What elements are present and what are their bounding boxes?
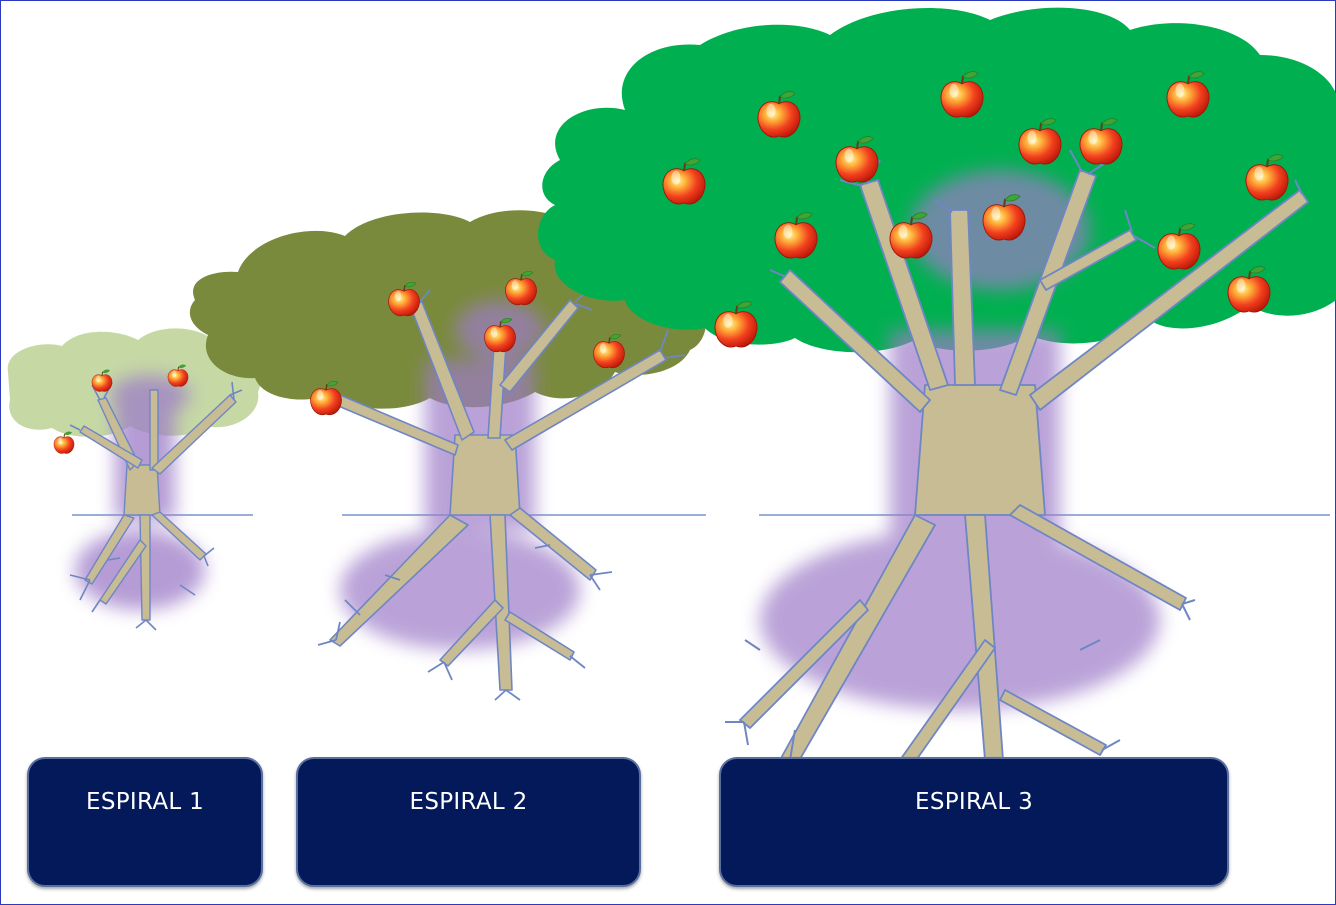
tree-espiral-1 — [7, 328, 261, 631]
espiral-1-label: ESPIRAL 1 — [85, 789, 205, 815]
tree-espiral-3 — [538, 7, 1336, 771]
tree-crown-3 — [538, 7, 1336, 353]
espiral-1-button[interactable]: ESPIRAL 1 — [27, 757, 263, 887]
espiral-3-label: ESPIRAL 3 — [914, 789, 1034, 815]
espiral-2-button[interactable]: ESPIRAL 2 — [296, 757, 641, 887]
espiral-3-button[interactable]: ESPIRAL 3 — [719, 757, 1229, 887]
espiral-2-label: ESPIRAL 2 — [409, 789, 528, 815]
